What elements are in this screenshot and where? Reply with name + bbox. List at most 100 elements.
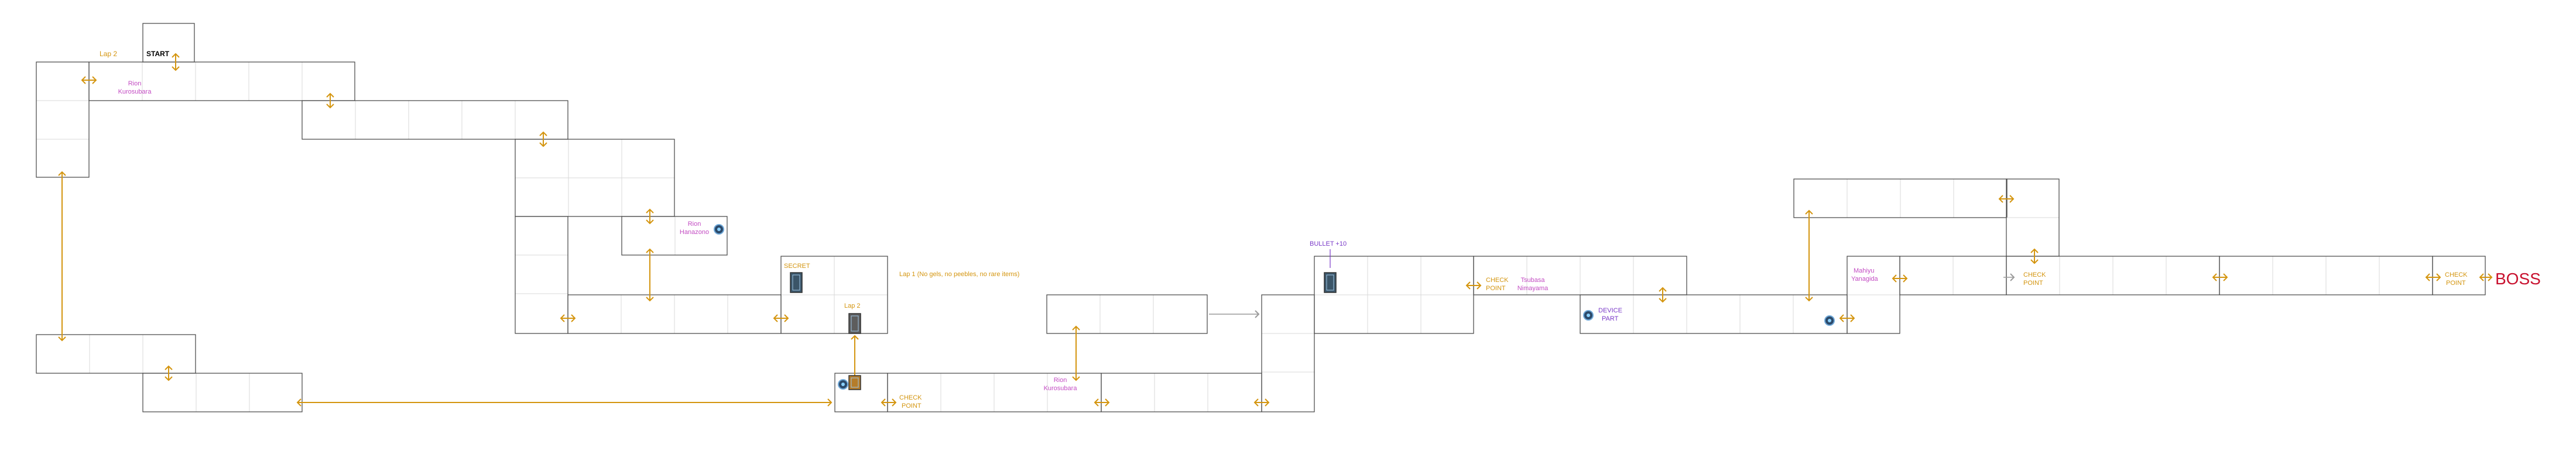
ring-core (841, 383, 845, 386)
arrowhead (58, 171, 66, 176)
room-16 (1261, 294, 1315, 412)
arrowhead (646, 219, 654, 225)
device-marker-icon (1583, 310, 1594, 321)
enemy-rion-kurosubara-2-surname: Kurosubara (1044, 385, 1078, 392)
arrowhead (2212, 273, 2217, 281)
connector-kurosubara-lift (1072, 325, 1080, 381)
room-outline (780, 256, 888, 334)
secret-label: SECRET (784, 263, 810, 270)
arrowhead (1659, 298, 1667, 303)
arrowhead (1892, 274, 1897, 283)
lap2-door-icon (848, 313, 861, 334)
arrowhead (296, 398, 302, 407)
enemy-tsubasa-surname: Nimayama (1517, 285, 1549, 292)
room-6 (515, 216, 568, 334)
connector-horizontal (81, 76, 97, 84)
bullet-door-icon (1324, 272, 1337, 293)
enemy-tsubasa-name: Tsubasa (1521, 277, 1546, 284)
room-7 (621, 216, 728, 256)
arrowhead (2488, 273, 2493, 281)
arrowhead (172, 66, 180, 71)
room-9 (780, 256, 888, 334)
arrowhead (539, 142, 547, 147)
device-part-line1: DEVICE (1598, 307, 1622, 314)
enemy-rion-kurosubara-1-name: Rion (128, 80, 142, 87)
room-outline (1101, 373, 1262, 412)
room-12 (834, 373, 888, 412)
secret-door-icon (790, 272, 803, 293)
arrowhead (165, 376, 173, 381)
chest-icon (848, 375, 861, 390)
checkpoint-1-line2: POINT (902, 402, 922, 410)
connectors-layer (58, 53, 2493, 407)
room-outline (515, 139, 675, 217)
room-outline (302, 100, 568, 140)
room-outline (621, 216, 728, 256)
room-22 (1899, 256, 2007, 295)
checkpoint-2-line2: POINT (1486, 285, 1506, 292)
connector-lower-corridor (296, 398, 833, 407)
room-outline (142, 373, 303, 412)
box-inner (792, 274, 800, 291)
arrowhead (784, 314, 789, 322)
arrowhead (2436, 273, 2441, 281)
room-4 (302, 100, 568, 140)
arrowhead (851, 335, 859, 340)
checkpoint-3-line1: CHECK (2023, 271, 2046, 278)
checkpoint-2-line1: CHECK (1486, 277, 1509, 284)
arrowhead (1253, 398, 1259, 407)
room-10 (36, 334, 196, 374)
connector-vertical (172, 53, 180, 71)
arrowhead (1072, 325, 1080, 331)
connector-horizontal (1998, 195, 2015, 203)
arrowhead (646, 208, 654, 214)
checkpoint-4-line1: CHECK (2445, 271, 2468, 278)
enemy-mahiyu-name: Mahiyu (1854, 267, 1874, 274)
enemy-mahiyu-surname: Yanagida (1851, 276, 1879, 283)
arrowhead (1265, 398, 1270, 407)
rooms-layer (36, 23, 2486, 412)
arrowhead (2009, 195, 2015, 203)
arrowhead (165, 365, 173, 370)
arrowhead (773, 314, 778, 322)
room-outline (1580, 294, 1848, 334)
box-body (790, 272, 803, 293)
arrowhead (539, 131, 547, 136)
arrowhead (1072, 376, 1080, 381)
arrowhead (2223, 273, 2228, 281)
arrowhead (172, 53, 180, 58)
arrowhead (892, 398, 897, 407)
ring-core (1828, 319, 1831, 322)
device-part-line2: PART (1602, 315, 1619, 322)
room-14 (1101, 373, 1262, 412)
one-way-arrow-2 (2003, 273, 2015, 281)
one-way-arrow-1 (1209, 310, 1260, 318)
connector-horizontal (1465, 281, 1482, 290)
arrowhead (2425, 273, 2430, 281)
room-outline (36, 334, 196, 374)
start-label: START (146, 50, 170, 58)
labels-layer: START Lap 2 Rion Kurosubara Rion Hanazon… (100, 50, 2541, 410)
enemy-rion-hanazono-name: Rion (688, 221, 701, 228)
room-17 (1314, 256, 1474, 334)
arrowhead (1805, 297, 1813, 302)
connector-horizontal (560, 314, 576, 322)
arrowhead (560, 314, 565, 322)
arrowhead (1839, 314, 1844, 322)
room-8 (567, 294, 782, 334)
box-body (848, 375, 861, 390)
arrowhead (92, 76, 97, 84)
ring-core (717, 228, 721, 231)
connector-horizontal (1253, 398, 1270, 407)
arrowhead (58, 336, 66, 342)
checkpoint-1-line1: CHECK (899, 394, 922, 401)
connector-vertical (2030, 248, 2039, 264)
room-15 (1046, 294, 1208, 334)
connector-vertical (326, 92, 334, 109)
arrowhead (646, 248, 654, 253)
checkpoint-3-line2: POINT (2023, 280, 2043, 287)
icons-layer (714, 224, 1835, 390)
arrowhead (1465, 281, 1471, 290)
room-23 (2006, 178, 2060, 257)
